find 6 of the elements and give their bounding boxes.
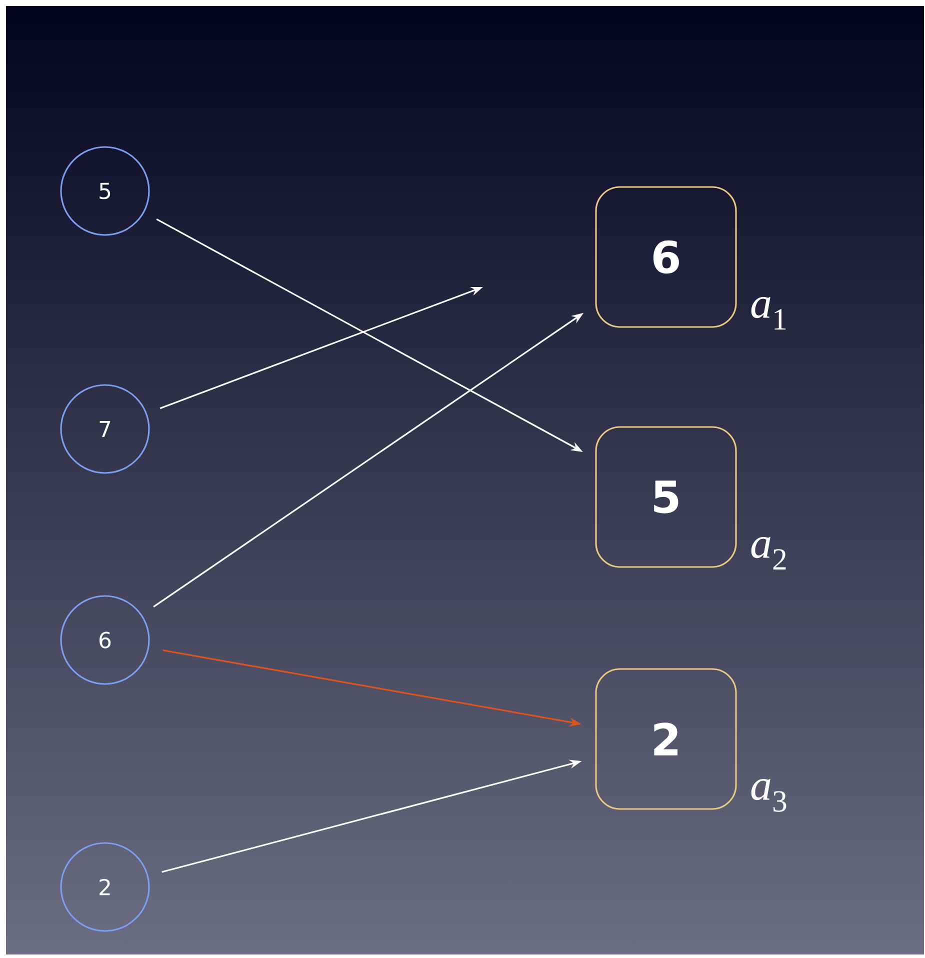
variable-label: a$_{3}$ [751, 779, 786, 812]
variable-label: a$_{1}$ [751, 297, 786, 330]
number-box: 6 [595, 186, 737, 328]
variable-label: a$_{2}$ [751, 537, 786, 570]
number-box: 5 [595, 426, 737, 568]
number-box: 2 [595, 668, 737, 810]
